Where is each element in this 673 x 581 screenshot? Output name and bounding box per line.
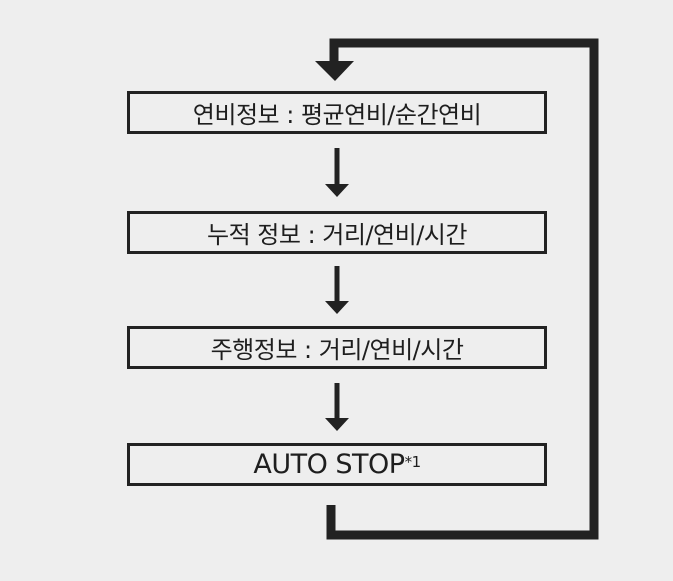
arrow-1: [325, 148, 349, 197]
step-auto-stop: AUTO STOP*1: [127, 443, 547, 486]
step-cumulative-info: 누적 정보 : 거리/연비/시간: [127, 211, 547, 254]
step-label: 누적 정보 : 거리/연비/시간: [207, 221, 467, 249]
loop-arrowhead: [315, 61, 354, 81]
step-drive-info: 주행정보 : 거리/연비/시간: [127, 326, 547, 369]
step-label: 주행정보 : 거리/연비/시간: [210, 336, 464, 364]
step-fuel-info: 연비정보 : 평균연비/순간연비: [127, 91, 547, 134]
loop-back-line: [326, 38, 599, 540]
arrow-3: [325, 383, 349, 431]
step-label: 연비정보 : 평균연비/순간연비: [192, 101, 482, 129]
footnote-marker: *1: [404, 452, 422, 471]
arrow-2: [325, 266, 349, 314]
step-label: AUTO STOP: [253, 449, 405, 480]
